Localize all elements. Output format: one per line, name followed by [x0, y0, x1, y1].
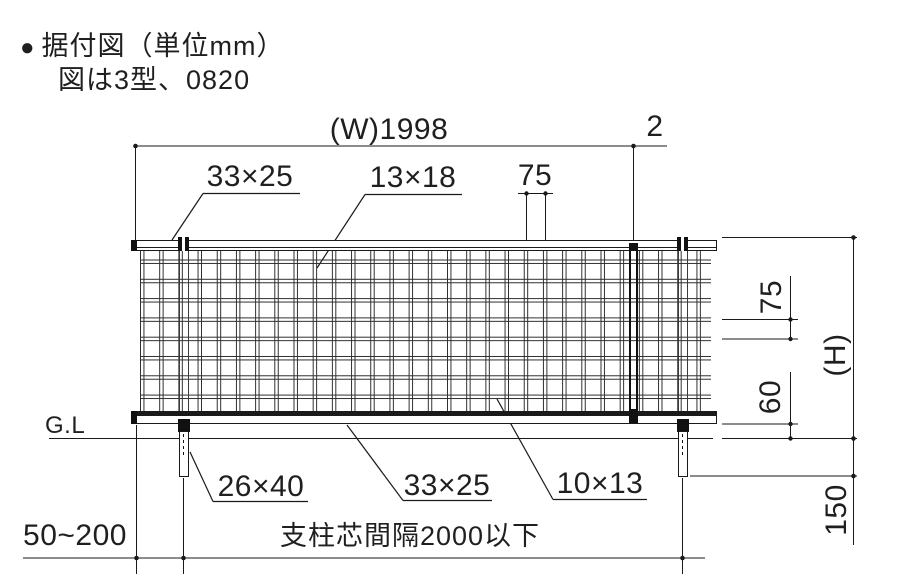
- label-top-rail-size: 33×25: [206, 160, 294, 193]
- leader-top-rail: [171, 193, 204, 241]
- drawing-title-text: 据付図（単位mm）: [41, 31, 285, 61]
- label-vertical-wire-size: 13×18: [369, 161, 457, 194]
- post-right-body: [677, 251, 688, 411]
- label-panel-gap: 2: [646, 110, 664, 143]
- label-ground-level: G.L: [45, 412, 86, 439]
- label-end-offset: 50~200: [23, 519, 127, 552]
- panel-end-cap-bottom: [131, 411, 137, 424]
- label-post-spacing: 支柱芯間隔2000以下: [279, 521, 541, 551]
- label-wire-pitch-top: 75: [517, 159, 553, 192]
- post-left-cap: [178, 237, 189, 251]
- label-embed-depth: 150: [820, 484, 853, 536]
- post-right-centerline: [682, 434, 683, 458]
- panel-joint: [629, 243, 638, 423]
- label-panel-width: (W)1998: [329, 113, 449, 146]
- panel-joint-bottom-bracket: [629, 409, 638, 423]
- label-panel-height: (H): [819, 333, 852, 377]
- label-post-size: 26×40: [217, 470, 305, 503]
- dimension-dots: [133, 143, 856, 561]
- post-left-body: [178, 251, 189, 411]
- leader-post: [189, 451, 214, 502]
- label-bottom-rail-size: 33×25: [403, 469, 491, 502]
- post-left-centerline: [183, 434, 184, 458]
- panel-end-cap-top: [131, 240, 137, 251]
- drawing-title: ●据付図（単位mm）: [20, 24, 284, 63]
- label-horizontal-wire-size: 10×13: [556, 467, 644, 500]
- leader-bottom-rail: [346, 424, 404, 501]
- panel-joint-top-bracket: [629, 243, 638, 251]
- post-right-cap: [677, 237, 688, 251]
- label-bottom-clearance: 60: [754, 379, 787, 415]
- label-wire-pitch-right: 75: [755, 279, 788, 315]
- post-right-bracket: [676, 419, 689, 432]
- post-left-bracket: [177, 419, 190, 432]
- mesh-panel: [140, 251, 711, 411]
- drawing-subtitle: 図は3型、0820: [58, 65, 251, 95]
- bullet-icon: ●: [20, 34, 36, 61]
